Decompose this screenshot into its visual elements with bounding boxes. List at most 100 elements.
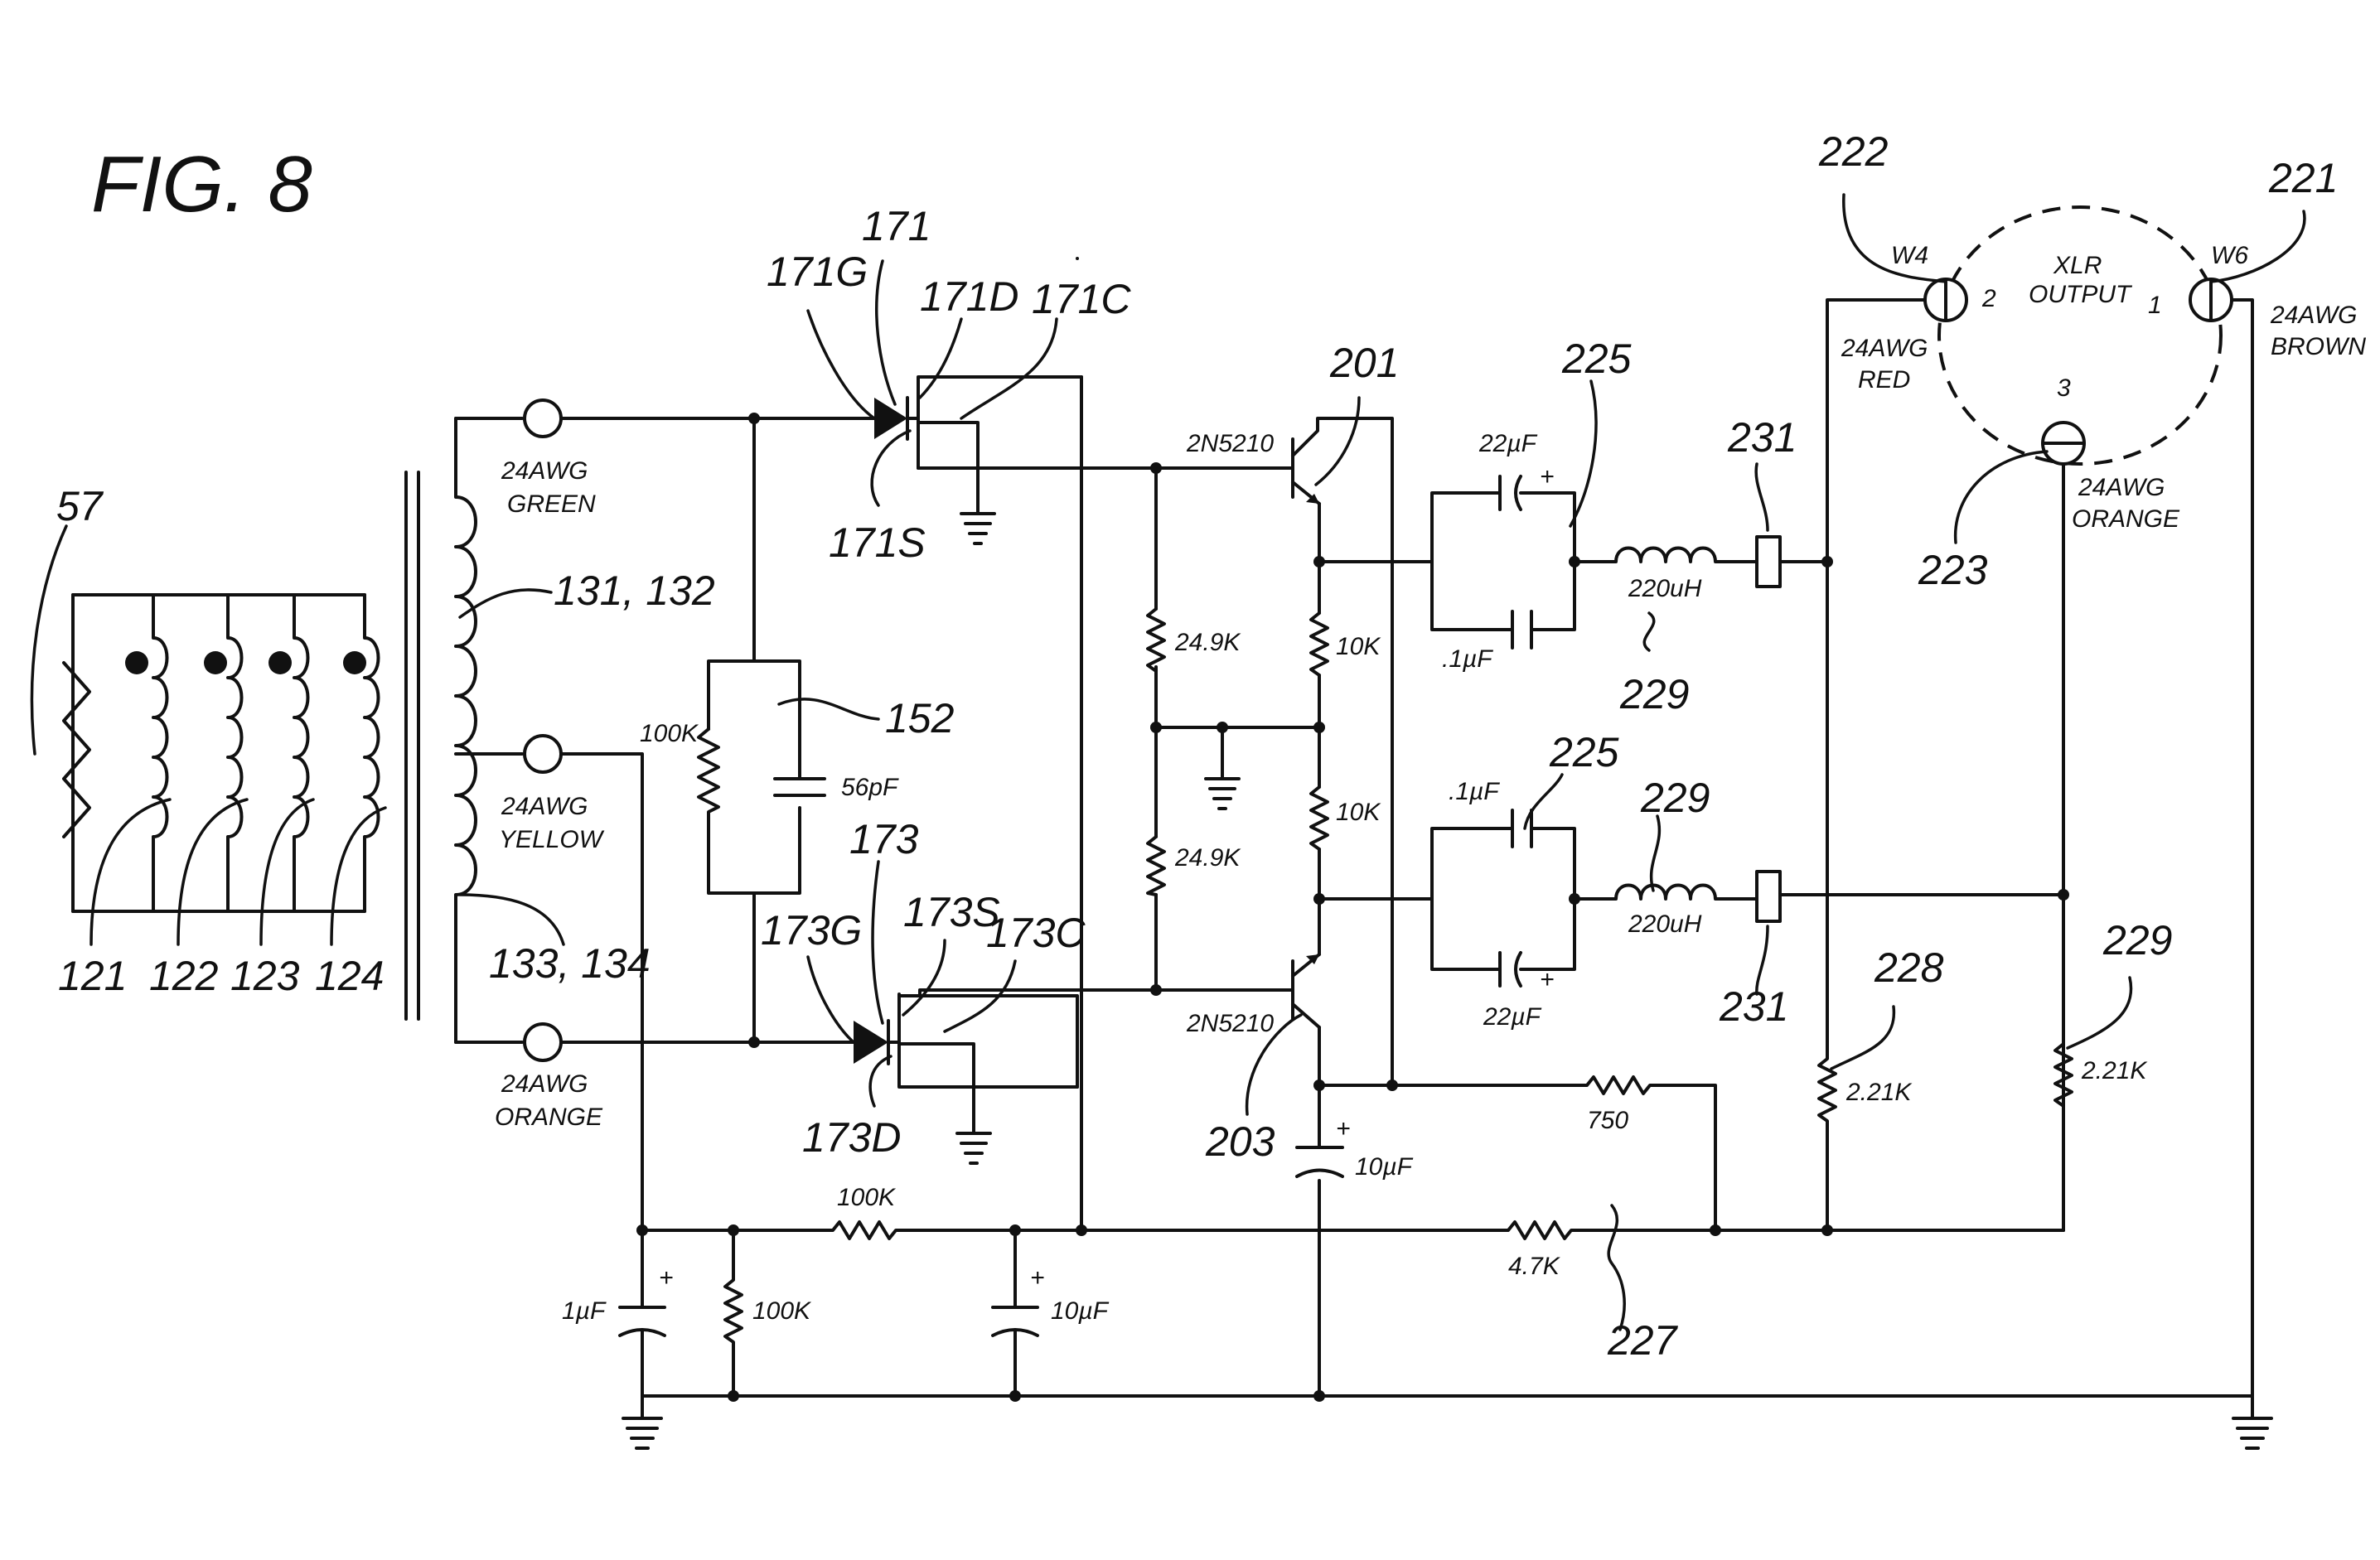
value-22uf-upper: 22µF xyxy=(1478,430,1538,457)
leader-229-upper xyxy=(1642,611,1656,652)
value-4-7k: 4.7K xyxy=(1508,1253,1561,1280)
ferrite-231-lower xyxy=(1755,870,1782,923)
value-100k-gate: 100K xyxy=(640,720,699,747)
ref-229-lower: 229 xyxy=(1640,775,1710,821)
label-brown-color: BROWN xyxy=(2271,333,2366,360)
label-green-color: GREEN xyxy=(507,490,596,518)
transistor-stage: 24.9K 24.9K 2N5210 201 2N5210 203 xyxy=(1146,340,1717,1398)
rc-block-152 xyxy=(707,659,801,895)
value-10k-top: 10K xyxy=(1336,633,1381,660)
label-xlr-orange-awg: 24AWG xyxy=(2078,474,2165,501)
ref-173g: 173G xyxy=(761,907,862,954)
ref-203: 203 xyxy=(1205,1118,1275,1165)
pickup-coil-124 xyxy=(343,593,380,913)
resistor-2-21k-right xyxy=(2053,893,2073,1232)
leader-171c xyxy=(960,317,1058,420)
wire-pin2 xyxy=(1826,298,1927,563)
ref-171s: 171S xyxy=(829,519,926,566)
ref-229-right: 229 xyxy=(2102,917,2172,964)
value-2-21k-left: 2.21K xyxy=(1845,1079,1913,1106)
ref-228: 228 xyxy=(1874,944,1944,991)
value-24-9k-top: 24.9K xyxy=(1174,629,1241,656)
label-yellow-awg: 24AWG xyxy=(501,793,588,820)
value-10uf-rail: 10µF xyxy=(1051,1297,1110,1325)
capacitor-56pf xyxy=(773,777,826,797)
leader-203 xyxy=(1245,1013,1303,1116)
leader-124 xyxy=(330,806,387,946)
leader-152 xyxy=(777,698,880,721)
pickup-coil-122 xyxy=(204,593,244,913)
leader-221 xyxy=(2209,210,2306,283)
ref-124: 124 xyxy=(315,953,384,999)
ground-mid xyxy=(1204,777,1241,810)
ferrite-231-upper xyxy=(1755,535,1782,588)
leader-225-upper xyxy=(1569,379,1598,528)
transformer: 24AWG GREEN 24AWG YELLOW 24AWG ORANGE 13… xyxy=(404,398,715,1131)
terminal-yellow xyxy=(523,734,563,774)
wire-173-out xyxy=(897,988,1294,997)
pickup-resistive-element xyxy=(62,661,91,838)
input-section: 100K 56pF 152 171G 171 171D 171C 171S xyxy=(559,203,1294,1228)
leader-173s xyxy=(902,939,946,1017)
value-24-9k-bottom: 24.9K xyxy=(1174,844,1241,872)
xlr-name-l2: OUTPUT xyxy=(2029,281,2133,308)
leader-231-upper xyxy=(1754,462,1769,532)
value-10uf-collector: 10µF xyxy=(1355,1153,1414,1181)
ref-152: 152 xyxy=(885,695,955,741)
value-1uf: 1µF xyxy=(562,1297,607,1325)
terminal-orange xyxy=(523,1022,563,1062)
resistor-10k-top xyxy=(1309,611,1329,677)
ref-231-upper: 231 xyxy=(1727,414,1797,461)
inductor-220uh-upper xyxy=(1573,546,1758,563)
value-220uh-upper: 220uH xyxy=(1628,575,1702,602)
leader-171 xyxy=(875,259,897,406)
ref-171c: 171C xyxy=(1032,276,1131,322)
value-2-21k-right: 2.21K xyxy=(2081,1057,2148,1084)
value-750: 750 xyxy=(1587,1107,1628,1134)
ref-201: 201 xyxy=(1329,340,1399,386)
value-100k-ground: 100K xyxy=(752,1297,812,1325)
plus-10uf-collector: + xyxy=(1336,1115,1351,1142)
power-rail: 100K 4.7K 227 + 1µF 100K + 10µF xyxy=(559,752,2273,1450)
ref-131-132: 131, 132 xyxy=(554,567,715,614)
jfet-171 xyxy=(874,375,1083,545)
leader-173d xyxy=(868,1055,892,1108)
ref-57: 57 xyxy=(56,483,104,529)
leader-222 xyxy=(1842,193,1947,283)
capacitor-10uf-rail xyxy=(991,1229,1039,1398)
label-orange-color: ORANGE xyxy=(495,1104,603,1131)
leader-223 xyxy=(1953,450,2049,544)
ground-171 xyxy=(960,512,996,545)
leader-229-right xyxy=(2066,976,2133,1050)
leader-228 xyxy=(1830,1005,1896,1070)
plus-10uf-rail: + xyxy=(1030,1264,1045,1292)
capacitor-01uf-upper xyxy=(1511,610,1533,650)
pickup-coil-121 xyxy=(125,593,169,913)
leader-201 xyxy=(1314,396,1361,486)
output-coupling-lower: .1µF + 22µF 220uH 225 229 231 xyxy=(1318,729,2069,1031)
value-q201: 2N5210 xyxy=(1186,430,1274,457)
leader-171d xyxy=(918,317,963,399)
xlr-output: XLR OUTPUT 2 1 3 W4 W6 24AWG RED 24AWG B… xyxy=(1818,128,2366,1398)
resistor-24-9k-bottom xyxy=(1146,835,1166,896)
label-brown-awg: 24AWG xyxy=(2270,302,2358,329)
output-coupling-upper: 22µF + .1µF 220uH 225 229 231 xyxy=(1318,336,1833,717)
xlr-pin-1-label: 1 xyxy=(2148,292,2162,319)
ref-171g: 171G xyxy=(767,249,868,295)
leader-57 xyxy=(30,524,68,756)
pickup-coil-123 xyxy=(268,593,310,913)
transistor-201 xyxy=(1291,417,1394,1087)
ref-227: 227 xyxy=(1607,1317,1679,1364)
ground-right xyxy=(2232,1394,2273,1450)
value-100k-rail: 100K xyxy=(837,1184,897,1211)
wire-pin1 xyxy=(2230,298,2254,1398)
ref-225-upper: 225 xyxy=(1561,336,1632,382)
value-22uf-lower: 22µF xyxy=(1483,1003,1542,1031)
label-xlr-orange-color: ORANGE xyxy=(2072,505,2180,533)
value-01uf-upper: .1µF xyxy=(1442,645,1493,673)
ref-123: 123 xyxy=(230,953,300,999)
xlr-pin-3-label: 3 xyxy=(2057,374,2071,402)
ref-122: 122 xyxy=(149,953,219,999)
ref-171: 171 xyxy=(862,203,931,249)
